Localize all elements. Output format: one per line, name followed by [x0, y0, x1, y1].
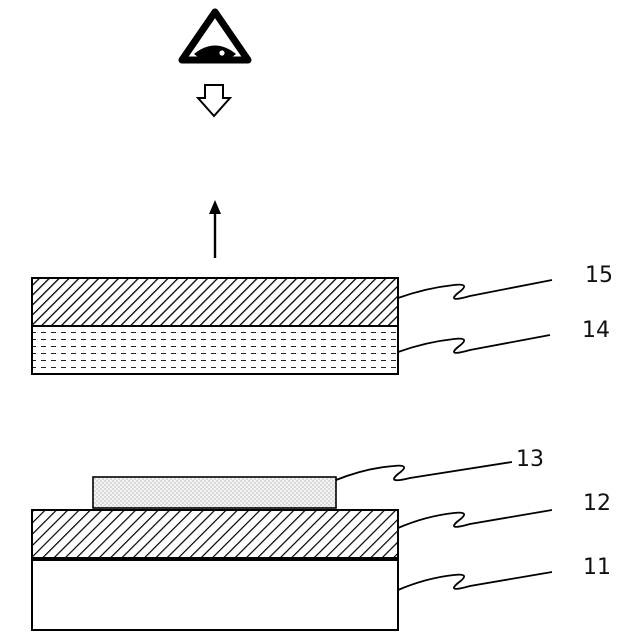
- leader-line-13: [336, 462, 512, 480]
- label-11: 11: [583, 555, 611, 580]
- leader-line-12: [398, 510, 552, 528]
- label-15: 15: [585, 263, 613, 288]
- eye-in-triangle-icon: [182, 12, 248, 63]
- leader-line-15: [398, 280, 552, 299]
- label-14: 14: [582, 318, 610, 343]
- layer-15: [32, 278, 398, 326]
- label-12: 12: [583, 491, 611, 516]
- hollow-down-arrow-icon: [198, 85, 230, 116]
- up-arrow-icon: [209, 200, 221, 258]
- layer-11: [32, 560, 398, 630]
- layer-12: [32, 510, 398, 558]
- label-13: 13: [516, 447, 544, 472]
- layer-14: [32, 326, 398, 374]
- leader-line-11: [398, 572, 552, 590]
- layer-13: [93, 477, 336, 508]
- leader-line-14: [398, 335, 550, 353]
